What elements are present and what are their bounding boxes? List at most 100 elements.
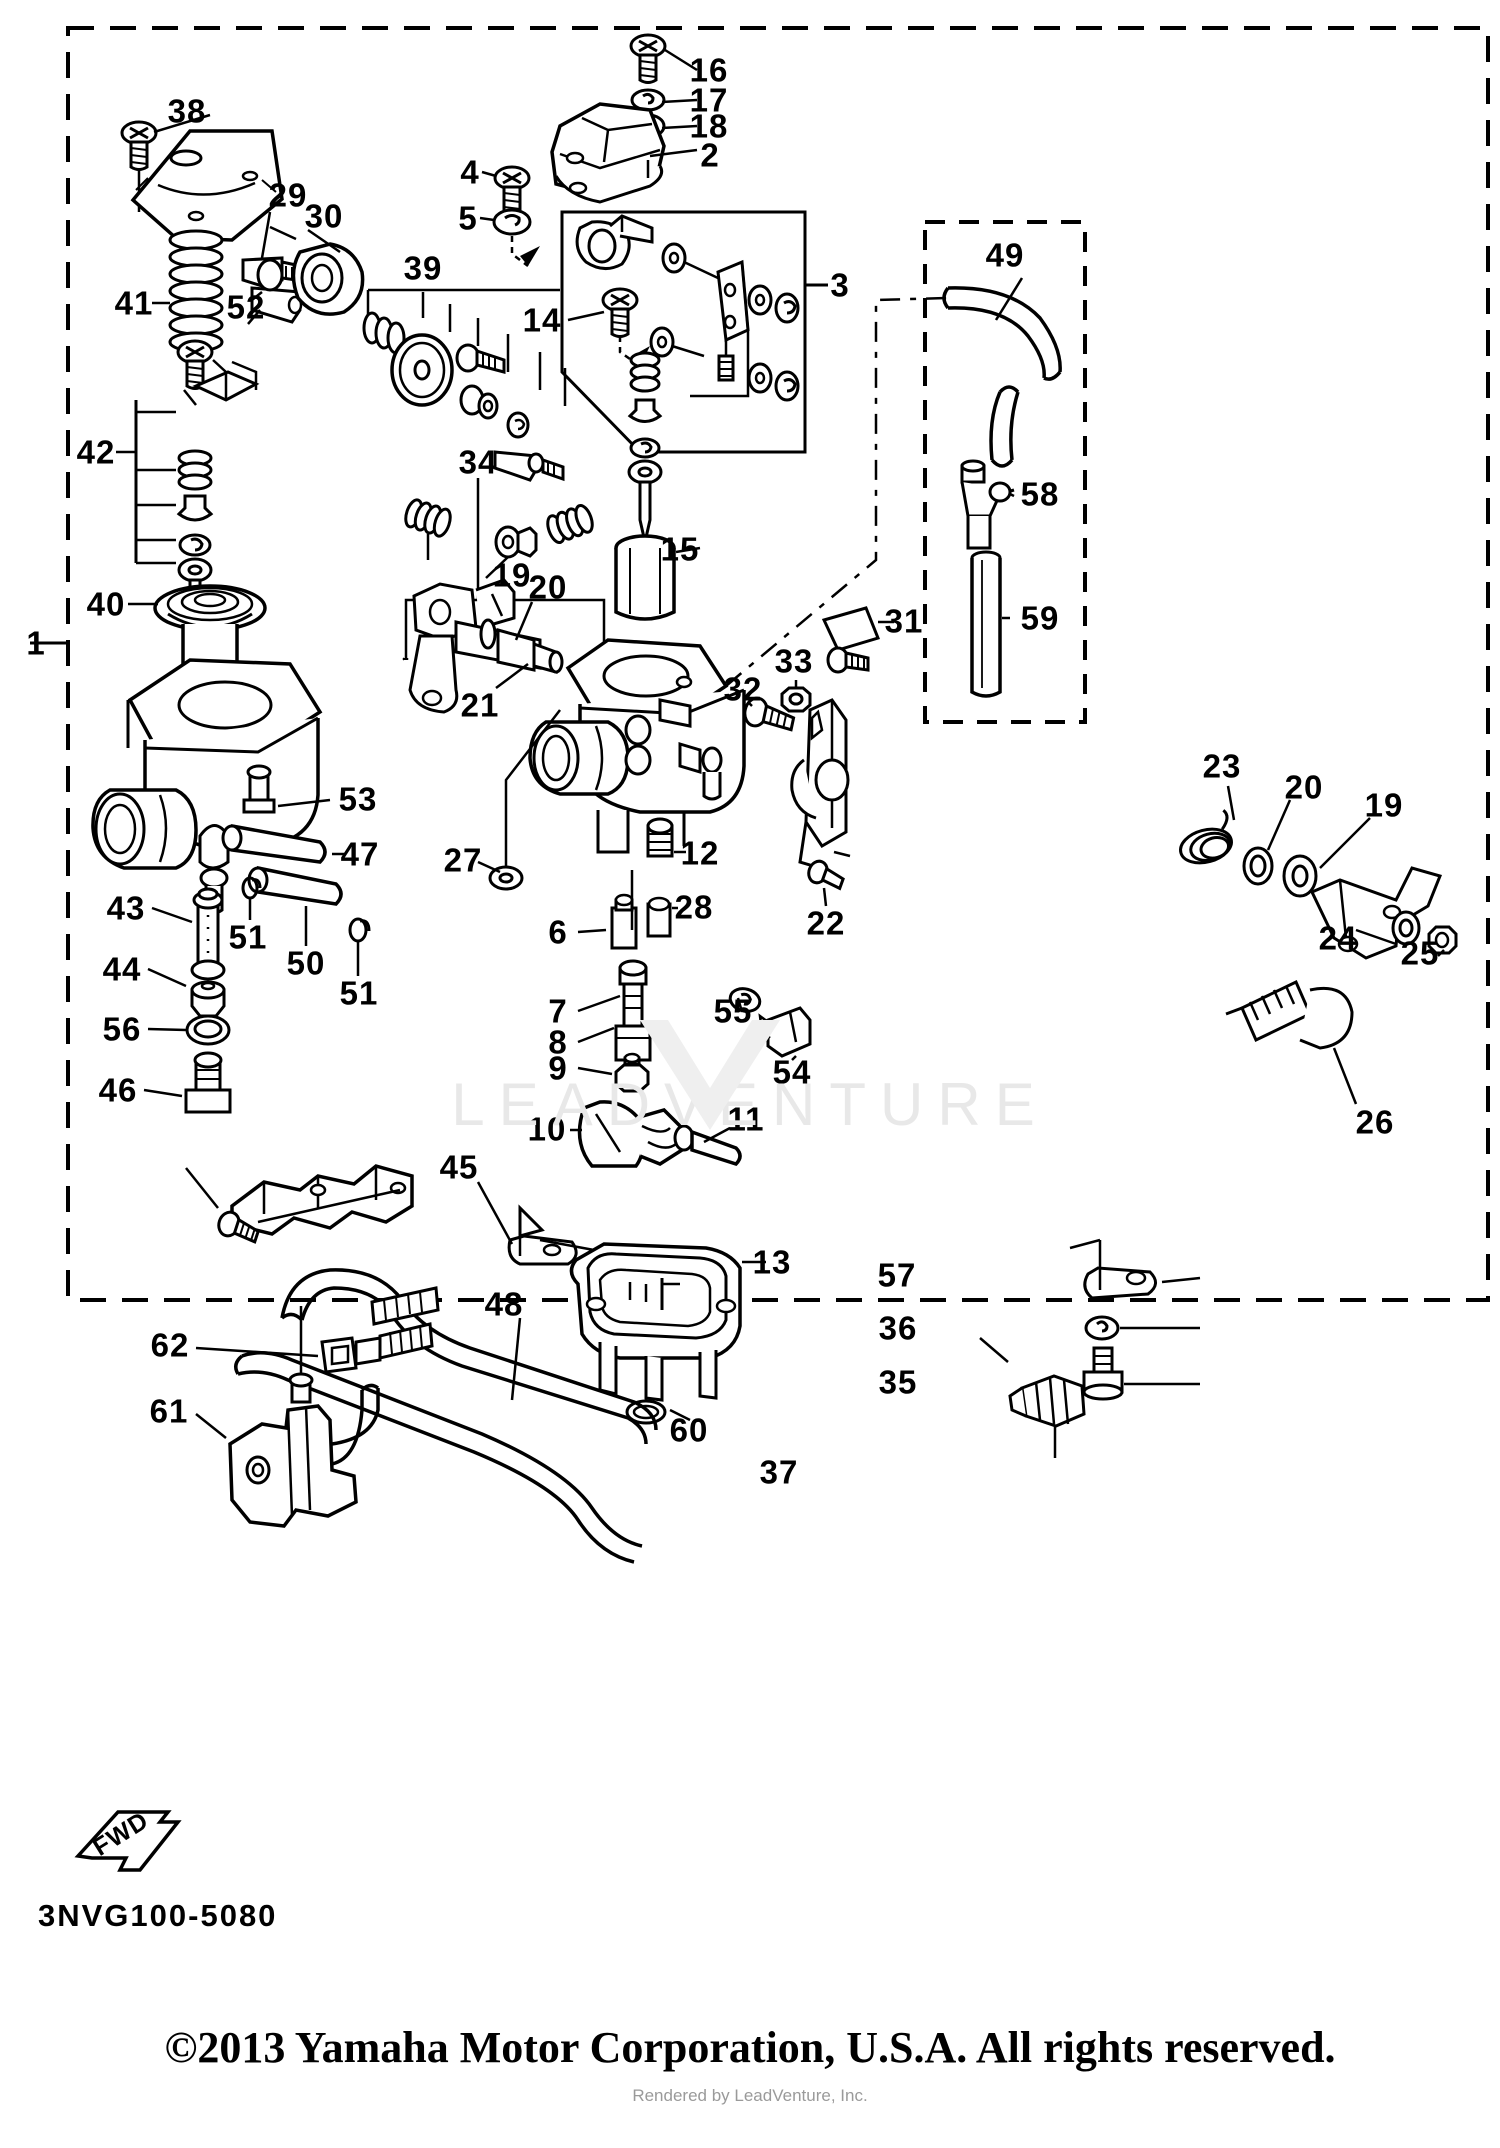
- callout-3: 3: [830, 266, 850, 304]
- part-23-20-19-24-25: [1179, 785, 1458, 960]
- callout-19: 19: [492, 556, 532, 594]
- part-7-8-9-stack: [577, 870, 652, 1093]
- callout-59: 59: [1020, 599, 1060, 637]
- callout-50: 50: [286, 944, 326, 982]
- part-19-20-21-shaft: [408, 578, 564, 714]
- callout-55: 55: [713, 992, 753, 1030]
- part-top-cap: [130, 129, 284, 242]
- callout-19: 19: [1364, 786, 1404, 824]
- callout-33: 33: [774, 642, 814, 680]
- callout-6: 6: [548, 913, 568, 951]
- diagram-svg: [30, 26, 1490, 1872]
- part-43-44-56-46: [143, 887, 232, 1114]
- part-4-5-screws: [479, 165, 540, 267]
- exploded-parts-diagram: [30, 26, 1490, 1872]
- callout-9: 9: [548, 1049, 568, 1087]
- callout-21: 21: [460, 686, 500, 724]
- callout-28: 28: [674, 888, 714, 926]
- callout-15: 15: [660, 530, 700, 568]
- callout-13: 13: [752, 1243, 792, 1281]
- part-34-group: [402, 478, 606, 661]
- part-40-diaphragm: [128, 584, 267, 682]
- callout-39: 39: [403, 249, 443, 287]
- callout-56: 56: [102, 1010, 142, 1048]
- part-22-screw-right: [807, 859, 845, 907]
- part-26-adjuster: [1225, 979, 1358, 1105]
- part-37-plug: [979, 1337, 1086, 1458]
- part-13-float-chamber: [569, 1242, 766, 1425]
- callout-5: 5: [458, 199, 478, 237]
- callout-61: 61: [149, 1392, 189, 1430]
- part-57-36-35: [1069, 1238, 1201, 1401]
- callout-53: 53: [338, 780, 378, 818]
- callout-14: 14: [522, 301, 562, 339]
- callout-20: 20: [1284, 768, 1324, 806]
- part-53-screw: [242, 764, 331, 814]
- callout-7: 7: [548, 992, 568, 1030]
- part-32-33-31: [743, 606, 894, 870]
- callout-25: 25: [1400, 934, 1440, 972]
- part-16-17-18-2: [550, 33, 698, 204]
- part-45-plate: [476, 1181, 595, 1266]
- callout-11: 11: [727, 1100, 765, 1138]
- callout-32: 32: [723, 670, 763, 708]
- callout-4: 4: [460, 153, 480, 191]
- callout-24: 24: [1318, 919, 1358, 957]
- callout-23: 23: [1202, 747, 1242, 785]
- callout-17: 17: [689, 81, 729, 119]
- callout-1: 1: [26, 624, 46, 662]
- part-41-spring: [152, 229, 224, 353]
- part-code-label: 3NVG100-5080: [38, 1898, 278, 1933]
- callout-36: 36: [878, 1309, 918, 1347]
- callout-49: 49: [985, 236, 1025, 274]
- main-assembly-boundary: [66, 26, 1490, 1302]
- callout-40: 40: [86, 585, 126, 623]
- callout-57: 57: [877, 1256, 917, 1294]
- callout-58: 58: [1020, 475, 1060, 513]
- callout-8: 8: [548, 1023, 568, 1061]
- copyright-text: ©2013 Yamaha Motor Corporation, U.S.A. A…: [164, 2023, 1336, 2072]
- rendered-by-text: Rendered by LeadVenture, Inc.: [632, 2086, 868, 2105]
- part-10-11-float: [570, 1100, 742, 1168]
- hose-group-box: [923, 220, 1087, 724]
- callout-27: 27: [443, 841, 483, 879]
- part-22-bracket: [185, 1164, 414, 1244]
- callout-46: 46: [98, 1071, 138, 1109]
- callout-44: 44: [102, 950, 142, 988]
- group-3-box: [560, 210, 807, 454]
- callout-60: 60: [669, 1411, 709, 1449]
- callout-47: 47: [340, 835, 380, 873]
- callout-43: 43: [106, 889, 146, 927]
- callout-16: 16: [689, 51, 729, 89]
- callout-48: 48: [484, 1285, 524, 1323]
- callout-41: 41: [114, 284, 154, 322]
- part-62-clamp: [195, 1286, 440, 1374]
- part-12-screw: [646, 817, 686, 858]
- part-61-fuel-joint: [195, 1306, 380, 1528]
- carburetor-body-center: [528, 638, 746, 854]
- part-3-group-contents: [575, 214, 800, 402]
- part-47-50-51-tubes: [221, 824, 371, 976]
- callout-42: 42: [76, 433, 116, 471]
- callout-12: 12: [680, 834, 720, 872]
- part-49-58-59-hoses: [942, 277, 1062, 698]
- callout-35: 35: [878, 1363, 918, 1401]
- part-6-28-screws: [577, 893, 678, 950]
- callout-37: 37: [759, 1453, 799, 1491]
- callout-38: 38: [167, 92, 207, 130]
- callout-22: 22: [806, 904, 846, 942]
- callout-45: 45: [439, 1148, 479, 1186]
- part-29-30-52: [241, 211, 365, 325]
- callout-29: 29: [268, 176, 308, 214]
- callout-18: 18: [689, 107, 729, 145]
- callout-51: 51: [339, 974, 379, 1012]
- part-15-piston: [614, 534, 701, 621]
- part-27-washer: [477, 709, 561, 891]
- callout-30: 30: [304, 197, 344, 235]
- callout-10: 10: [527, 1110, 567, 1148]
- callout-51: 51: [228, 918, 268, 956]
- fwd-arrow: [74, 1810, 182, 1872]
- callout-20: 20: [528, 568, 568, 606]
- callout-52: 52: [226, 288, 266, 326]
